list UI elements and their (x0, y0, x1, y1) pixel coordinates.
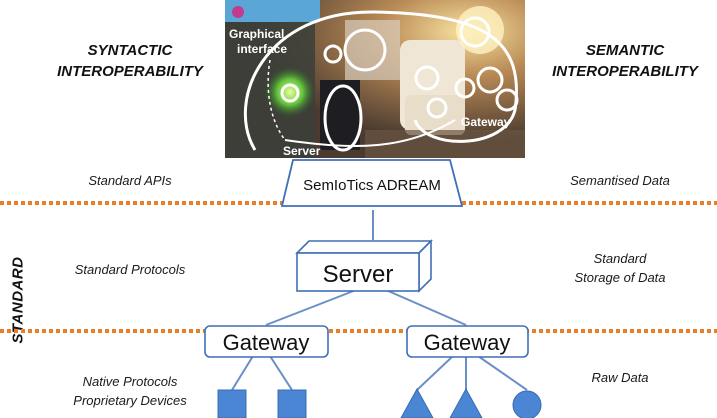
gateway-left-node: Gateway (204, 325, 329, 358)
label-standard-storage: Standard Storage of Data (545, 249, 695, 287)
device-square-2 (277, 389, 307, 418)
server-node: Server (295, 239, 433, 293)
photo-label-graphical-line2: interface (237, 42, 287, 56)
connector-server-gateway-right (385, 289, 467, 326)
native-protocols-line2: Proprietary Devices (73, 393, 187, 408)
standard-storage-line2: Storage of Data (574, 270, 666, 285)
adream-photo: Graphical interface Server Gateway (225, 0, 525, 158)
connector-gw-left-device1 (231, 355, 254, 391)
syntactic-line2: INTEROPERABILITY (57, 63, 203, 80)
native-protocols-line1: Native Protocols (82, 374, 178, 389)
photo-scene: Graphical interface Server Gateway (225, 0, 525, 158)
label-semantised-data: Semantised Data (570, 173, 670, 188)
connector-gw-right-device1 (416, 355, 454, 391)
label-raw-data: Raw Data (591, 370, 649, 385)
device-triangle-1 (400, 387, 434, 418)
semantic-interoperability-heading: SEMANTIC INTEROPERABILITY (545, 40, 705, 82)
standard-storage-line1: Standard (593, 251, 647, 266)
syntactic-interoperability-heading: SYNTACTIC INTEROPERABILITY (50, 40, 210, 82)
syntactic-line1: SYNTACTIC (87, 42, 173, 59)
label-native-protocols: Native Protocols Proprietary Devices (55, 372, 205, 410)
semiotics-label: SemIoTics ADREAM (303, 177, 441, 194)
label-standard-protocols: Standard Protocols (74, 262, 186, 277)
photo-label-gateway: Gateway (461, 115, 511, 129)
photo-label-server: Server (283, 144, 321, 158)
label-standard-apis: Standard APIs (88, 173, 172, 188)
connector-gw-right-device3 (477, 355, 528, 391)
device-square-1 (217, 389, 247, 418)
connector-gw-left-device2 (269, 355, 293, 391)
photo-label-graphical-line1: Graphical (229, 27, 284, 41)
semantic-line1: SEMANTIC (585, 42, 665, 59)
device-triangle-2 (449, 387, 483, 418)
semiotics-adream-node: SemIoTics ADREAM (280, 159, 464, 207)
gateway-right-label: Gateway (424, 330, 511, 355)
server-label: Server (323, 261, 394, 288)
semantic-line2: INTEROPERABILITY (552, 63, 698, 80)
connector-server-gateway-left (265, 289, 357, 326)
gateway-right-node: Gateway (406, 325, 529, 358)
device-circle (512, 390, 542, 418)
gateway-left-label: Gateway (223, 330, 310, 355)
